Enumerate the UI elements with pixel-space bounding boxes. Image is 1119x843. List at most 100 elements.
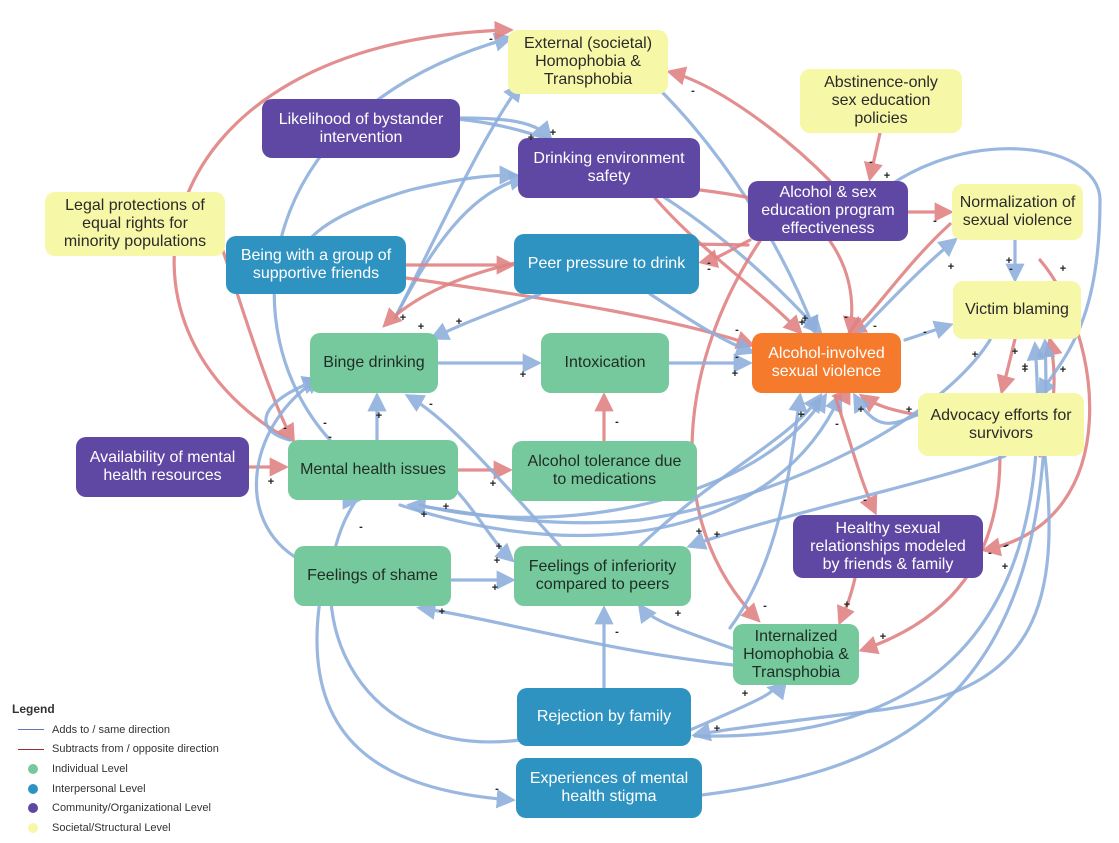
polarity-sign: + [879,631,887,643]
polarity-sign: - [835,418,839,430]
polarity-sign: + [713,529,721,541]
polarity-sign: + [420,509,428,521]
legend-item-interpersonal: Interpersonal Level [12,779,252,799]
polarity-sign: - [495,783,499,795]
node-binge-drinking: Binge drinking [310,333,438,393]
edge-advocacy-to-inferiority [686,454,1007,550]
polarity-sign: + [1021,361,1029,373]
polarity-sign: + [1021,364,1029,376]
legend-item-adds: Adds to / same direction [12,720,252,740]
edge-peer-to-aisv [648,292,756,356]
polarity-sign: + [442,501,450,513]
polarity-sign: + [375,410,383,422]
polarity-sign: + [1005,255,1013,267]
polarity-sign: - [735,351,739,363]
polarity-sign: - [283,422,287,434]
edge-victim-to-aisv [903,320,954,342]
polarity-sign: + [798,317,806,329]
polarity-sign: + [695,526,703,538]
edge-mental-to-external [272,32,514,442]
edge-peer-to-binge [429,292,542,340]
polarity-sign: - [763,600,767,612]
polarity-sign: + [674,608,682,620]
edge-sexed-to-external [666,66,832,183]
node-supportive-friends: Being with a group of supportive friends [226,236,406,294]
legend-item-subtracts: Subtracts from / opposite direction [12,740,252,760]
polarity-sign: + [519,369,527,381]
legend-item-societal: Societal/Structural Level [12,818,252,838]
polarity-sign: - [1003,540,1007,552]
edge-binge-to-drinking-env [393,171,529,320]
polarity-sign: - [988,547,992,559]
polarity-sign: + [489,478,497,490]
legend-item-individual: Individual Level [12,759,252,779]
polarity-sign: + [857,404,865,416]
polarity-sign: - [707,263,711,275]
edge-rejection-to-internalized [688,681,787,732]
legend-title: Legend [12,702,55,716]
edge-shame-to-stigma [315,598,516,809]
node-feelings-of-shame: Feelings of shame [294,546,451,606]
polarity-sign: - [707,257,711,269]
node-bystander-intervention: Likelihood of bystander intervention [262,99,460,158]
edge-healthy-to-internalized [837,576,857,626]
polarity-sign: - [359,521,363,533]
polarity-sign: - [801,408,805,420]
node-rejection-by-family: Rejection by family [517,688,691,746]
node-alcohol-tolerance: Alcohol tolerance due to medications [512,441,697,501]
polarity-sign: + [947,261,955,273]
edge-aisv-to-normalization [858,237,958,334]
edge-rejection-to-victim-loop [693,341,1046,738]
legend-item-community: Community/Organizational Level [12,798,252,818]
edge-internalized-to-aisv [728,392,808,630]
edge-normalization-to-aisv [846,222,952,334]
polarity-sign: - [489,33,493,45]
node-legal-protections: Legal protections of equal rights for mi… [45,192,225,256]
edge-binge-to-external [393,81,523,320]
node-internalized-homophobia: Internalized Homophobia & Transphobia [733,624,859,685]
polarity-sign: + [549,127,557,139]
edge-advocacy-to-rejection [691,454,1051,742]
polarity-sign: + [495,541,503,553]
edge-abstinence-to-sexed [863,131,883,182]
node-healthy-sexual-relationships: Healthy sexual relationships modeled by … [793,515,983,578]
edge-shame-to-binge [254,376,324,562]
polarity-sign: - [863,494,867,506]
node-abstinence-only-policies: Abstinence-only sex education policies [800,69,962,133]
polarity-sign: + [267,476,275,488]
edge-friends-to-aisv [404,276,756,350]
polarity-sign: + [713,723,721,735]
polarity-sign: - [1009,263,1013,275]
node-alcohol-involved-sexual-violence: Alcohol-involved sexual violence [752,333,901,393]
polarity-sign: + [417,321,425,333]
node-drinking-environment-safety: Drinking environment safety [518,138,700,198]
polarity-sign: + [527,132,535,144]
polarity-sign: - [1005,539,1009,551]
node-peer-pressure: Peer pressure to drink [514,234,699,294]
polarity-sign: + [455,316,463,328]
polarity-sign: - [615,626,619,638]
edge-mental-to-binge-loop [264,375,322,442]
edge-bystander-to-drinking-env [458,116,553,141]
edge-victim-to-advocacy [996,337,1017,395]
node-external-homophobia: External (societal) Homophobia & Transph… [508,30,668,94]
polarity-sign: + [1059,364,1067,376]
node-mental-health-resources: Availability of mental health resources [76,437,249,497]
node-mental-health-issues: Mental health issues [288,440,458,500]
polarity-sign: + [493,555,501,567]
edge-drinking-env-to-aisv [653,196,803,335]
edge-aisv-to-mental [398,392,843,538]
polarity-sign: - [429,398,433,410]
polarity-sign: - [923,326,927,338]
edge-sexed-to-internalized [690,239,762,623]
polarity-sign: + [905,404,913,416]
polarity-sign: + [1011,346,1019,358]
polarity-sign: - [844,311,848,323]
legend: Legend Adds to / same direction Subtract… [12,702,252,838]
polarity-sign: - [873,320,877,332]
polarity-sign: - [323,417,327,429]
edge-internalized-to-shame [416,600,735,667]
node-mental-health-stigma: Experiences of mental health stigma [516,758,702,818]
polarity-sign: - [933,215,937,227]
edge-advocacy-to-internalized [858,454,1002,655]
